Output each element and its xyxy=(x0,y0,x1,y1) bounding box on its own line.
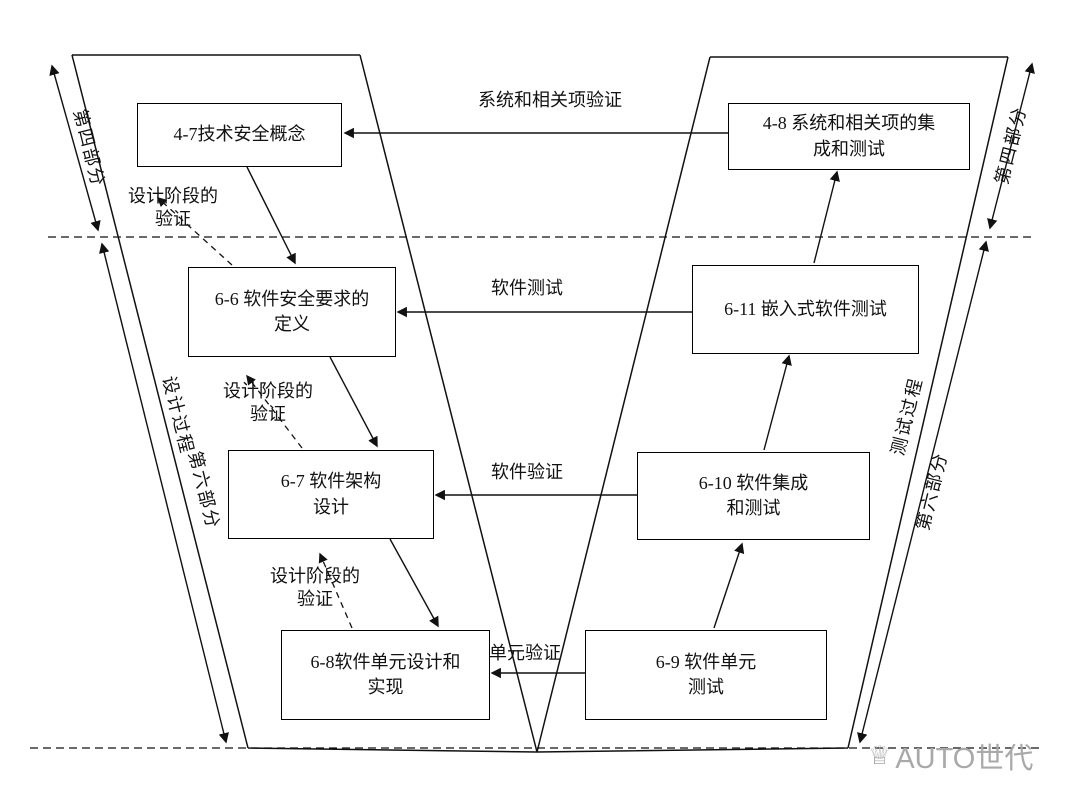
box-label-line1: 6-10 软件集成 xyxy=(698,472,809,493)
label-system-verification: 系统和相关项验证 xyxy=(478,90,622,110)
label-unit-verification: 单元验证 xyxy=(489,643,561,663)
box-label: 4-7技术安全概念 xyxy=(173,124,306,145)
box-label-line2: 测试 xyxy=(688,677,724,697)
label-line1: 设计阶段的 xyxy=(128,186,218,206)
box-6-10-software-integration-testing: 6-10 软件集成 和测试 xyxy=(637,452,870,540)
box-label-line2: 定义 xyxy=(274,314,310,334)
label-line1: 设计阶段的 xyxy=(223,381,313,401)
box-label-line1: 4-8 系统和相关项的集 xyxy=(762,113,936,134)
box-6-8-software-unit-design-implementation: 6-8软件单元设计和 实现 xyxy=(281,630,490,720)
watermark: ♕ AUTO世代 xyxy=(868,735,1033,777)
box-label-line2: 设计 xyxy=(313,496,349,517)
box-label-line2: 实现 xyxy=(367,677,404,697)
box-label-line2: 和测试 xyxy=(726,498,781,518)
label-design-phase-verification-2: 设计阶段的 验证 xyxy=(203,380,333,425)
section-divider-lines xyxy=(30,236,1042,749)
part-range-arrows xyxy=(49,62,1035,744)
label-line2: 验证 xyxy=(250,403,286,424)
watermark-text: AUTO世代 xyxy=(895,743,1034,775)
label-line1: 设计阶段的 xyxy=(270,566,360,586)
box-label-line1: 6-9 软件单元 xyxy=(655,651,757,672)
label-design-phase-verification-1: 设计阶段的 验证 xyxy=(108,185,238,230)
label-software-verification: 软件验证 xyxy=(491,462,563,482)
crown-icon: ♕ xyxy=(868,741,892,771)
label-design-phase-verification-3: 设计阶段的 验证 xyxy=(250,565,380,610)
box-6-6-software-safety-requirements: 6-6 软件安全要求的 定义 xyxy=(188,267,396,357)
box-4-7-technical-safety-concept: 4-7技术安全概念 xyxy=(137,103,342,167)
box-label: 6-11 嵌入式软件测试 xyxy=(724,298,887,319)
box-label-line2: 成和测试 xyxy=(813,138,885,159)
box-4-8-system-integration-testing: 4-8 系统和相关项的集 成和测试 xyxy=(728,103,970,170)
box-6-7-software-architecture-design: 6-7 软件架构 设计 xyxy=(228,450,434,539)
label-line2: 验证 xyxy=(297,588,333,609)
box-label-line1: 6-8软件单元设计和 xyxy=(310,651,461,672)
label-line2: 验证 xyxy=(155,208,191,229)
label-software-testing: 软件测试 xyxy=(491,278,563,298)
box-label-line1: 6-6 软件安全要求的 xyxy=(214,288,370,309)
phase-flow-arrows xyxy=(246,166,840,629)
box-label-line1: 6-7 软件架构 xyxy=(280,471,382,492)
design-phase-verification-arrows xyxy=(156,197,353,629)
verification-arrows xyxy=(343,127,728,679)
box-6-11-embedded-software-testing: 6-11 嵌入式软件测试 xyxy=(692,265,919,354)
box-6-9-software-unit-testing: 6-9 软件单元 测试 xyxy=(585,630,827,720)
